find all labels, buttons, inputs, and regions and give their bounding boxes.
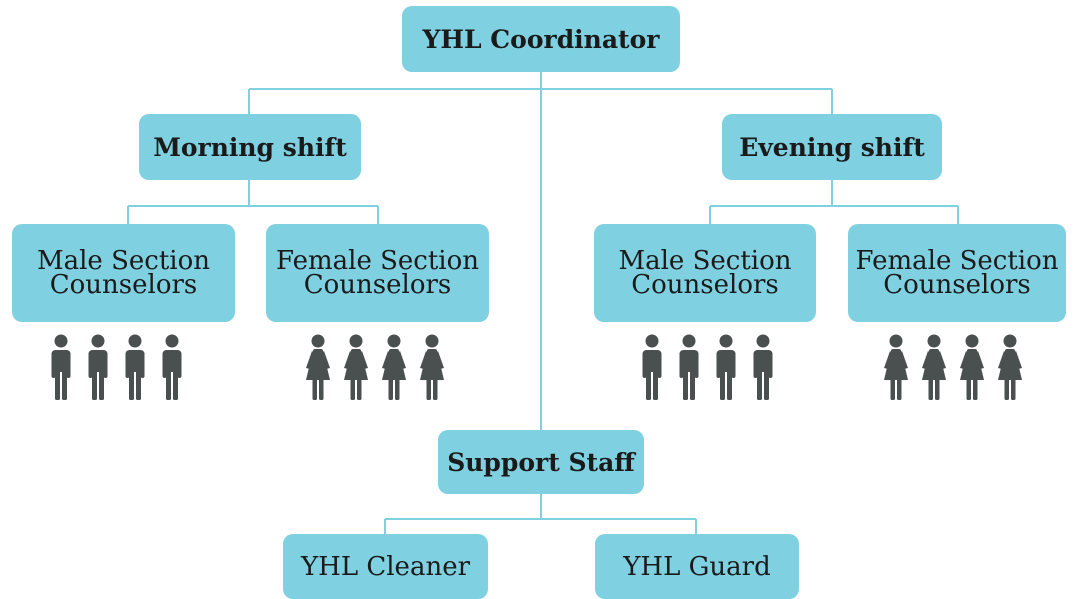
male-person-icon xyxy=(88,334,108,400)
evening-shift-box: Evening shift xyxy=(722,114,942,180)
support-staff-label: Support Staff xyxy=(447,447,635,477)
morning-male-people-icons xyxy=(51,334,182,400)
connector-lines xyxy=(127,72,959,534)
male-person-icon xyxy=(162,334,182,400)
female-person-icon xyxy=(382,334,406,400)
yhl-guard-box: YHL Guard xyxy=(595,534,799,599)
female-person-icon xyxy=(344,334,368,400)
evening-male-line2: Counselors xyxy=(631,270,779,300)
evening-male-line1: Male Section xyxy=(618,246,792,276)
evening-female-line1: Female Section xyxy=(855,246,1059,276)
yhl-coordinator-label: YHL Coordinator xyxy=(422,24,660,54)
female-person-icon xyxy=(884,334,908,400)
evening-female-counselors-box: Female Section Counselors xyxy=(848,224,1066,322)
male-person-icon xyxy=(642,334,662,400)
morning-shift-label: Morning shift xyxy=(153,132,347,162)
evening-female-line2: Counselors xyxy=(883,270,1031,300)
male-person-icon xyxy=(125,334,145,400)
female-person-icon xyxy=(306,334,330,400)
morning-female-counselors-box: Female Section Counselors xyxy=(266,224,489,322)
support-staff-box: Support Staff xyxy=(438,430,644,494)
male-person-icon xyxy=(679,334,699,400)
morning-shift-box: Morning shift xyxy=(139,114,361,180)
yhl-cleaner-box: YHL Cleaner xyxy=(283,534,488,599)
yhl-cleaner-label: YHL Cleaner xyxy=(300,551,471,582)
morning-male-line2: Counselors xyxy=(49,270,198,300)
male-person-icon xyxy=(51,334,71,400)
evening-male-counselors-box: Male Section Counselors xyxy=(594,224,816,322)
morning-female-people-icons xyxy=(306,334,444,400)
yhl-guard-label: YHL Guard xyxy=(623,551,771,582)
female-person-icon xyxy=(420,334,444,400)
morning-female-line1: Female Section xyxy=(275,246,480,276)
morning-male-counselors-box: Male Section Counselors xyxy=(12,224,235,322)
yhl-coordinator-box: YHL Coordinator xyxy=(402,6,680,72)
female-person-icon xyxy=(960,334,984,400)
male-person-icon xyxy=(753,334,773,400)
female-person-icon xyxy=(998,334,1022,400)
evening-male-people-icons xyxy=(642,334,773,400)
male-person-icon xyxy=(716,334,736,400)
evening-shift-label: Evening shift xyxy=(739,132,925,162)
evening-female-people-icons xyxy=(884,334,1022,400)
morning-male-line1: Male Section xyxy=(36,246,210,276)
morning-female-line2: Counselors xyxy=(303,270,452,300)
female-person-icon xyxy=(922,334,946,400)
